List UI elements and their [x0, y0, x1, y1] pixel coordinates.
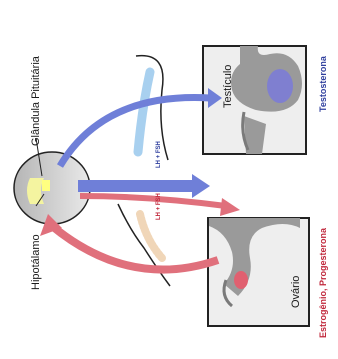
- ovary-feedback-arrow: [52, 226, 218, 270]
- fsh-text: FSH: [156, 193, 162, 205]
- plus-text: +: [156, 207, 162, 211]
- pituitary-label: Glândula Pituitária: [30, 56, 42, 146]
- testosterone-band: [138, 72, 150, 152]
- lh-text: LH: [156, 160, 162, 168]
- estrogen-progesterone-label: Estrogênio, Progesterona: [318, 228, 328, 338]
- testis-label: Testículo: [222, 65, 234, 108]
- plus-text: +: [156, 155, 162, 159]
- ovary-label: Ovário: [290, 276, 302, 308]
- lh-fsh-arrow-red: [80, 196, 226, 206]
- lh-fsh-label-blue: LH + FSH: [156, 141, 163, 168]
- pituitary-to-testis-arrow: [60, 98, 210, 166]
- testis-hormone-dot: [267, 69, 293, 103]
- fsh-text: FSH: [156, 141, 162, 153]
- hypothalamus-spot: [42, 180, 50, 191]
- lh-text: LH: [156, 212, 162, 220]
- lh-fsh-label-red: LH + FSH: [156, 193, 163, 220]
- hypothalamus-label: Hipotálamo: [30, 234, 42, 290]
- estrogen-band: [140, 214, 162, 258]
- testosterone-label: Testosterona: [318, 56, 328, 112]
- ovary-arrowhead: [220, 198, 240, 216]
- ovary-hormone-dot: [234, 271, 248, 289]
